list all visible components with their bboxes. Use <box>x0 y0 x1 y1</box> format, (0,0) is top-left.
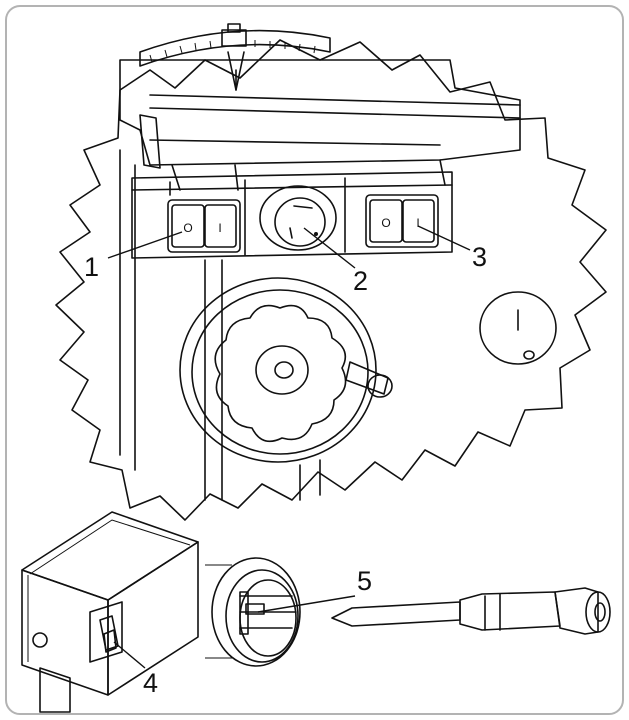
leader-lines <box>107 225 471 669</box>
switch-3: O I <box>365 194 439 248</box>
callout-4: 4 <box>143 668 158 698</box>
leader-3 <box>417 225 471 251</box>
leader-2 <box>303 227 356 269</box>
switch-3-off-mark: O <box>381 216 390 230</box>
handwheel <box>179 277 393 463</box>
control-panel <box>131 171 453 259</box>
leader-4 <box>113 641 146 669</box>
plug-connector-5 <box>205 557 301 667</box>
electrical-box <box>21 511 199 713</box>
callout-2: 2 <box>353 266 368 296</box>
depth-scale-dial <box>139 23 331 91</box>
switch-1-on-mark: I <box>218 221 221 235</box>
callout-3: 3 <box>472 242 487 272</box>
rotary-selector-2 <box>259 185 337 251</box>
side-gauge <box>479 291 557 365</box>
callout-1: 1 <box>84 252 99 282</box>
leader-5 <box>257 595 356 613</box>
switch-1: O I <box>167 199 241 253</box>
leader-1 <box>107 231 183 259</box>
figure-frame <box>5 5 624 715</box>
jagged-cutout-outline <box>55 39 607 521</box>
switch-3-on-mark: I <box>416 216 419 230</box>
callout-numbers: 1 2 3 4 5 <box>84 242 487 698</box>
screwdriver <box>331 587 611 635</box>
callout-5: 5 <box>357 566 372 596</box>
machine-head-body <box>119 59 521 501</box>
switch-1-off-mark: O <box>183 221 192 235</box>
